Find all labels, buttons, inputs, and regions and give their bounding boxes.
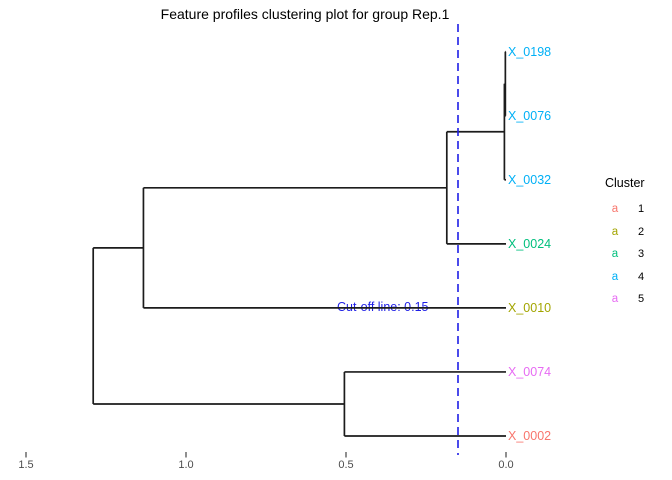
legend-key-glyph: a bbox=[611, 203, 619, 216]
leaf-label-X_0002: X_0002 bbox=[508, 429, 552, 443]
axis-tick-label: 0.5 bbox=[338, 458, 354, 471]
leaf-label-X_0074: X_0074 bbox=[508, 364, 552, 379]
leaf-label-X_0076: X_0076 bbox=[508, 108, 552, 123]
legend-key-glyph: a bbox=[611, 293, 619, 306]
cutoff-line-label: Cut-off line: 0.15 bbox=[337, 300, 429, 314]
legend-item-label: 1 bbox=[638, 203, 645, 216]
legend-title: Cluster bbox=[605, 176, 645, 190]
axis-tick-label: 0.0 bbox=[498, 458, 514, 471]
axis-tick-label: 1.0 bbox=[178, 458, 194, 471]
legend-item-label: 3 bbox=[638, 248, 645, 261]
legend-item-label: 5 bbox=[638, 293, 645, 306]
leaf-label-X_0010: X_0010 bbox=[508, 300, 552, 315]
leaf-label-X_0198: X_0198 bbox=[508, 44, 552, 59]
legend-item-label: 4 bbox=[638, 270, 645, 283]
legend-item-label: 2 bbox=[638, 225, 645, 238]
leaf-label-X_0024: X_0024 bbox=[508, 236, 552, 251]
plot-title: Feature profiles clustering plot for gro… bbox=[160, 6, 450, 22]
axis-tick-label: 1.5 bbox=[18, 458, 34, 471]
leaf-label-X_0032: X_0032 bbox=[508, 172, 552, 187]
legend-key-glyph: a bbox=[611, 270, 619, 283]
legend-key-glyph: a bbox=[611, 225, 619, 238]
legend-key-glyph: a bbox=[611, 248, 619, 261]
